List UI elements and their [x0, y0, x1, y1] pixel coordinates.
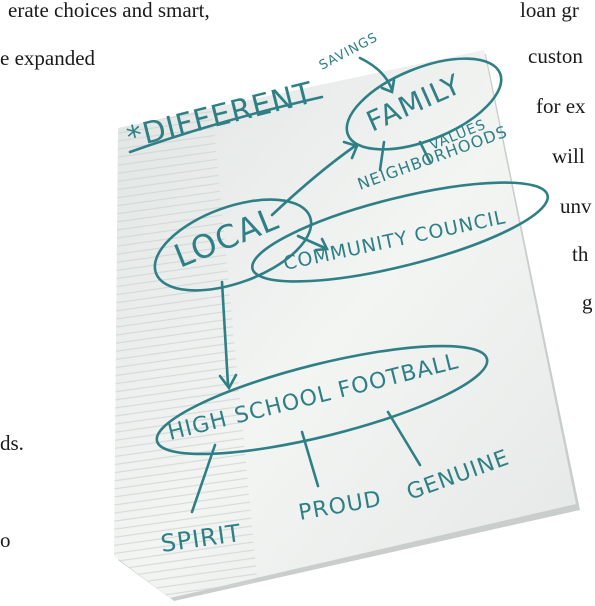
body-text-right-7: g [582, 290, 593, 314]
branch-proud [300, 430, 320, 488]
family-to-values [418, 140, 432, 164]
body-text-right-3: for ex [536, 94, 586, 118]
body-text-right-2: custon [528, 44, 583, 68]
local-to-family-arrow [270, 144, 357, 217]
local-to-football-arrow [220, 280, 230, 387]
body-text-left-2: e expanded [0, 46, 96, 70]
heading-underline [128, 95, 324, 154]
ink-strokes [128, 56, 550, 514]
local-bubble [153, 198, 313, 292]
savings-arrow [358, 56, 394, 92]
heading-note-savings: SAVINGS [317, 30, 381, 73]
family-bubble [345, 57, 503, 151]
family-to-neighborhoods [378, 140, 386, 172]
council-bubble [250, 181, 550, 283]
branch-genuine [386, 410, 422, 467]
body-text-left-4: o [0, 528, 11, 552]
local-to-council-arrow [296, 234, 327, 250]
branch-spirit [190, 443, 217, 514]
body-text-right-1: loan gr [520, 0, 579, 22]
body-text-left-3: ds. [0, 431, 24, 455]
body-text-right-4: will [552, 144, 585, 168]
napkin-embossed-edge [114, 108, 258, 598]
body-text-right-5: unv [560, 194, 592, 218]
football-bubble [155, 344, 489, 456]
body-text-left-1: erate choices and smart, [8, 0, 210, 22]
body-text-right-6: th [572, 242, 589, 266]
